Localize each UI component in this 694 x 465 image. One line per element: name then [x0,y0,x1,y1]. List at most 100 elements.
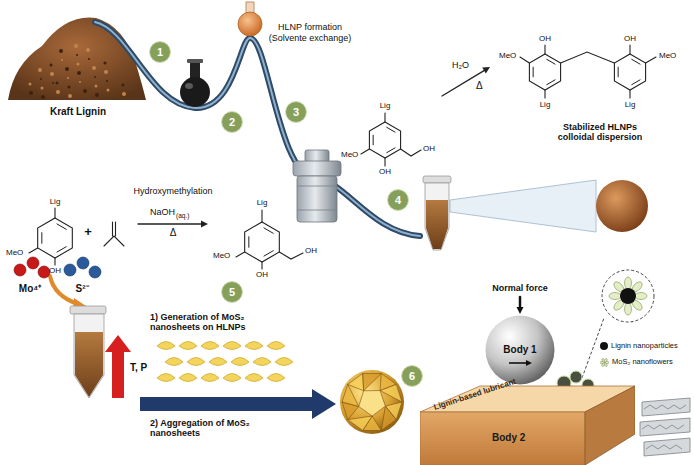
powder-grain [94,76,96,78]
formaldehyde [115,222,116,236]
powder-grain [79,81,81,83]
ion-label: Mo⁴⁺ [19,283,41,295]
heat-symbol: Δ [476,80,483,92]
double-bond [57,247,66,252]
mo-ion [27,257,39,269]
powder-grain [122,84,125,87]
powder-grain [68,94,72,98]
step-number: 4 [387,189,409,211]
powder-grain [107,89,110,92]
tube-liquid [426,200,448,249]
reagent-subscript: (aq.) [176,212,189,219]
step-number: 3 [285,101,307,123]
powder-grain [104,70,108,74]
legend-text: Lignin nanoparticles [611,342,678,351]
mos2-nanosheet [179,342,197,350]
double-bond [632,59,640,64]
atom-label: Lig [50,197,61,206]
powder-grain [67,77,69,79]
step-number: 5 [221,281,243,303]
nanosheet-facet [363,373,382,390]
mos2-nanosheet [157,374,175,382]
mos2-nanosheet [179,374,197,382]
mos2-nanosheet [253,358,271,366]
lignin-powder [8,18,146,100]
atom-label: MeO [341,150,358,159]
powder-grain [68,86,71,89]
sample-tube [425,183,449,250]
legend-icon [600,358,609,367]
powder-grain [92,66,96,70]
legend-item: MoS₂ nanoflowers [600,358,673,367]
powder-grain [95,85,98,88]
autoclave-lid [293,161,341,176]
process-arrow [140,389,336,419]
mos2-nanosheet [209,358,227,366]
body-sphere-fill [486,316,555,385]
double-bond [632,80,640,85]
powder-grain [77,71,81,75]
body-sphere: Body 1 [485,315,555,385]
powder-grain [41,95,45,99]
mos2-nanosheet [223,374,241,382]
atom-label: MeO [499,51,516,60]
mos2-nanosheet [187,358,205,366]
atom-label: MeO [6,248,23,257]
block-side [585,386,635,465]
tube-liquid [75,332,103,397]
bond-line [54,258,55,265]
atom-label: OH [256,270,268,279]
powder-grain [61,59,63,61]
bond-line [261,210,262,222]
bond-line [520,57,529,63]
callout-number: 3 [293,106,299,119]
autoclave-ring [297,210,337,211]
nanoflower-petal [625,303,632,315]
bond-line [261,262,262,269]
mos2-nanosheet [267,374,285,382]
bond-line [279,252,303,259]
step-number: 1 [149,41,171,63]
powder-grain [56,82,59,85]
step-number: 2 [221,111,243,133]
atom-label: OH [423,144,435,153]
sliding-arrow-head [526,360,532,366]
atom-label: Lig [625,100,636,109]
powder-grain [38,68,42,72]
powder-grain [50,72,54,76]
mos2-nanosheet [165,358,183,366]
powder-grain [29,91,33,95]
tube-cap [70,306,106,314]
powder-grain [86,48,90,52]
mos2-nanosheet [201,342,219,350]
condition-label: T, P [130,362,147,374]
atom-label: OH [624,34,636,43]
mo-ion [38,266,50,278]
powder-grain [59,49,63,53]
benzene-ring [369,122,400,158]
step-label: (Solvente exchange) [269,33,352,43]
double-bond [41,233,42,244]
material-label: Kraft Lignin [50,106,106,118]
sample-tube [74,314,104,398]
double-bond [264,251,273,256]
powder-grain [65,67,69,71]
double-bond [57,224,66,229]
bond-line [401,149,421,156]
mos2-nanosheet [275,358,293,366]
bond-line [544,45,545,54]
atom-label: Lig [540,100,551,109]
force-arrow [519,297,522,307]
callout-number: 2 [229,116,235,129]
plus-sign: + [84,225,92,240]
bond-line [384,158,385,166]
nanosheet-facet [348,416,372,431]
addition-arrow [50,276,78,304]
reaction-arrow [138,223,201,224]
nanosheet-facet [348,373,364,390]
reagent-label: NaOH [150,207,175,217]
bond-line [629,90,630,98]
formaldehyde [104,236,124,246]
tube-cap [423,176,451,183]
